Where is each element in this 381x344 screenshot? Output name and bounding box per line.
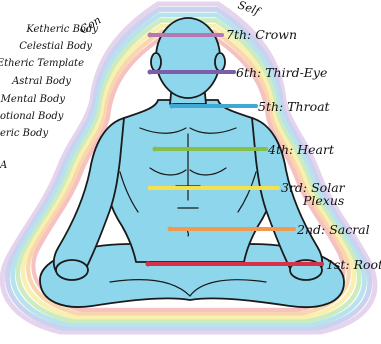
layer-label-mental: Mental Body — [1, 94, 65, 105]
chakra-label-solar-line2: Plexus — [303, 194, 344, 207]
chakra-point-throat — [170, 104, 175, 109]
chakra-label-heart: 4th: Heart — [268, 143, 334, 156]
layer-label-ketheric: Ketheric Body — [26, 24, 98, 35]
chakra-point-heart — [153, 147, 158, 152]
chakra-point-solar-plexus — [148, 186, 153, 191]
head — [156, 18, 220, 98]
chakra-label-root: 1st: Root — [326, 258, 381, 271]
chakra-label-throat: 5th: Throat — [258, 100, 330, 113]
layer-label-etheric: eric Body — [0, 128, 48, 139]
chakra-label-crown: 7th: Crown — [226, 28, 297, 41]
layer-label-astral: Astral Body — [12, 76, 71, 87]
left-hand — [56, 260, 88, 280]
torso — [104, 100, 276, 262]
layer-label-emotional: otional Body — [0, 111, 63, 122]
arc-text-right: Self — [236, 0, 263, 19]
chakra-label-third-eye: 6th: Third-Eye — [236, 66, 327, 79]
chakra-label-sacral: 2nd: Sacral — [297, 223, 370, 236]
layer-label-celestial: Celestial Body — [19, 41, 92, 52]
left-ear — [151, 53, 161, 71]
layer-label-aura: A — [0, 160, 7, 171]
chakra-point-root — [146, 262, 151, 267]
right-ear — [215, 53, 225, 71]
chakra-point-sacral — [168, 227, 173, 232]
chakra-point-crown — [148, 33, 153, 38]
layer-label-etheric-template: Etheric Template — [0, 58, 84, 69]
chakra-point-third-eye — [148, 70, 153, 75]
